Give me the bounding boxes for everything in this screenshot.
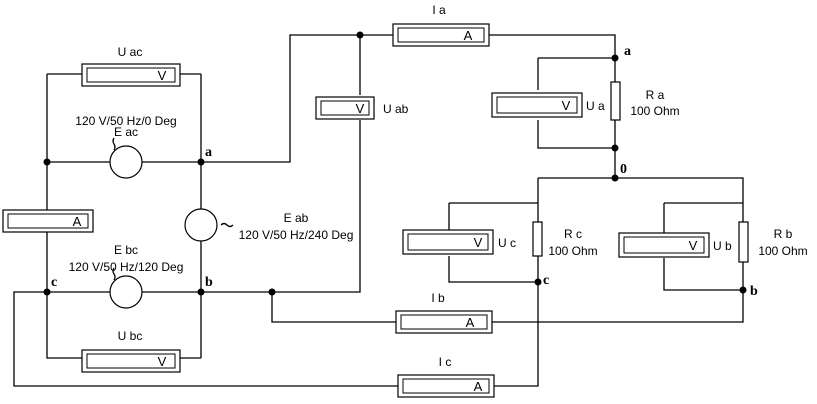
source-eab-name: E ab bbox=[284, 211, 309, 225]
source-eac-name: E ac bbox=[114, 125, 138, 139]
ac-source-icon bbox=[184, 208, 218, 242]
voltmeter-ub[interactable]: V U b bbox=[618, 232, 732, 258]
junction-dot bbox=[197, 288, 205, 296]
voltmeter-ubc[interactable]: V U bc bbox=[81, 329, 181, 373]
resistor-icon bbox=[610, 81, 621, 121]
voltmeter-symbol: V bbox=[158, 354, 167, 369]
resistor-ra-name: R a bbox=[646, 88, 665, 102]
resistor-rb-name: R b bbox=[774, 227, 793, 241]
ammeter-ia-label: I a bbox=[432, 3, 446, 17]
source-ebc: E bc 120 V/50 Hz/120 Deg bbox=[69, 243, 184, 309]
voltmeter-uac[interactable]: V U ac bbox=[81, 45, 181, 87]
resistor-icon bbox=[738, 221, 749, 263]
ammeter-symbol: A bbox=[73, 214, 82, 229]
ammeter-ib-label: I b bbox=[431, 291, 445, 305]
node-label-a: a bbox=[624, 44, 631, 59]
junction-dot bbox=[611, 174, 619, 182]
node-label-b: b bbox=[750, 284, 758, 299]
voltmeter-symbol: V bbox=[474, 235, 483, 250]
resistor-rb: R b 100 Ohm bbox=[738, 221, 808, 263]
voltmeter-symbol: V bbox=[356, 101, 365, 116]
node-label-a: a bbox=[205, 145, 212, 160]
ac-source-icon bbox=[109, 275, 143, 309]
ammeter-ib[interactable]: A I b bbox=[395, 291, 493, 334]
node-label-b: b bbox=[205, 275, 213, 290]
junction-dot bbox=[611, 54, 619, 62]
voltmeter-uc[interactable]: V U c bbox=[402, 229, 516, 255]
resistor-rc-value: 100 Ohm bbox=[548, 244, 597, 258]
voltmeter-symbol: V bbox=[562, 98, 571, 113]
voltmeter-symbol: V bbox=[158, 68, 167, 83]
ac-polarity-mark bbox=[220, 222, 234, 228]
junction-dot bbox=[268, 288, 276, 296]
resistor-rb-value: 100 Ohm bbox=[758, 244, 807, 258]
voltmeter-uac-label: U ac bbox=[118, 45, 143, 59]
ammeter-ic-label: I c bbox=[439, 355, 452, 369]
voltmeter-ua[interactable]: V U a bbox=[491, 92, 605, 118]
ammeter-ia[interactable]: A I a bbox=[392, 3, 490, 47]
resistor-icon bbox=[532, 221, 543, 257]
ac-polarity-mark bbox=[112, 267, 116, 281]
voltmeter-symbol: V bbox=[689, 238, 698, 253]
ammeter-ic[interactable]: A I c bbox=[397, 355, 495, 398]
source-ebc-spec: 120 V/50 Hz/120 Deg bbox=[69, 260, 184, 274]
junction-dot bbox=[197, 158, 205, 166]
junction-dot bbox=[534, 278, 542, 286]
resistor-rc-name: R c bbox=[564, 227, 582, 241]
source-eab-spec: 120 V/50 Hz/240 Deg bbox=[239, 228, 354, 242]
node-labels: a b c a 0 c b bbox=[51, 44, 758, 299]
ac-source-icon bbox=[109, 145, 143, 179]
junction-dots bbox=[43, 31, 747, 296]
node-label-c: c bbox=[543, 273, 549, 288]
junction-dot bbox=[43, 158, 51, 166]
resistor-rc: R c 100 Ohm bbox=[532, 221, 598, 258]
voltmeter-uc-label: U c bbox=[498, 236, 516, 250]
voltmeter-uab-label: U ab bbox=[383, 102, 409, 116]
source-ebc-name: E bc bbox=[114, 243, 138, 257]
voltmeter-ub-label: U b bbox=[713, 239, 732, 253]
ammeter-left[interactable]: A bbox=[2, 209, 94, 233]
source-eac-spec: 120 V/50 Hz/0 Deg bbox=[75, 114, 176, 128]
source-eab: E ab 120 V/50 Hz/240 Deg bbox=[184, 208, 354, 242]
junction-dot bbox=[611, 144, 619, 152]
wires bbox=[13, 34, 744, 387]
ammeter-symbol: A bbox=[466, 315, 475, 330]
source-eac: E ac 120 V/50 Hz/0 Deg bbox=[75, 114, 177, 179]
ammeter-symbol: A bbox=[464, 28, 473, 43]
resistor-ra-value: 100 Ohm bbox=[630, 104, 679, 118]
voltmeter-uab[interactable]: V U ab bbox=[315, 96, 409, 120]
voltmeter-ubc-label: U bc bbox=[118, 329, 143, 343]
junction-dot bbox=[739, 286, 747, 294]
junction-dot bbox=[43, 288, 51, 296]
voltmeter-ua-label: U a bbox=[586, 99, 605, 113]
node-label-c: c bbox=[51, 275, 57, 290]
ac-polarity-mark bbox=[112, 137, 116, 151]
junction-dot bbox=[356, 31, 364, 39]
ammeter-symbol: A bbox=[474, 379, 483, 394]
node-label-zero: 0 bbox=[620, 162, 627, 177]
resistor-ra: R a 100 Ohm bbox=[610, 81, 680, 121]
